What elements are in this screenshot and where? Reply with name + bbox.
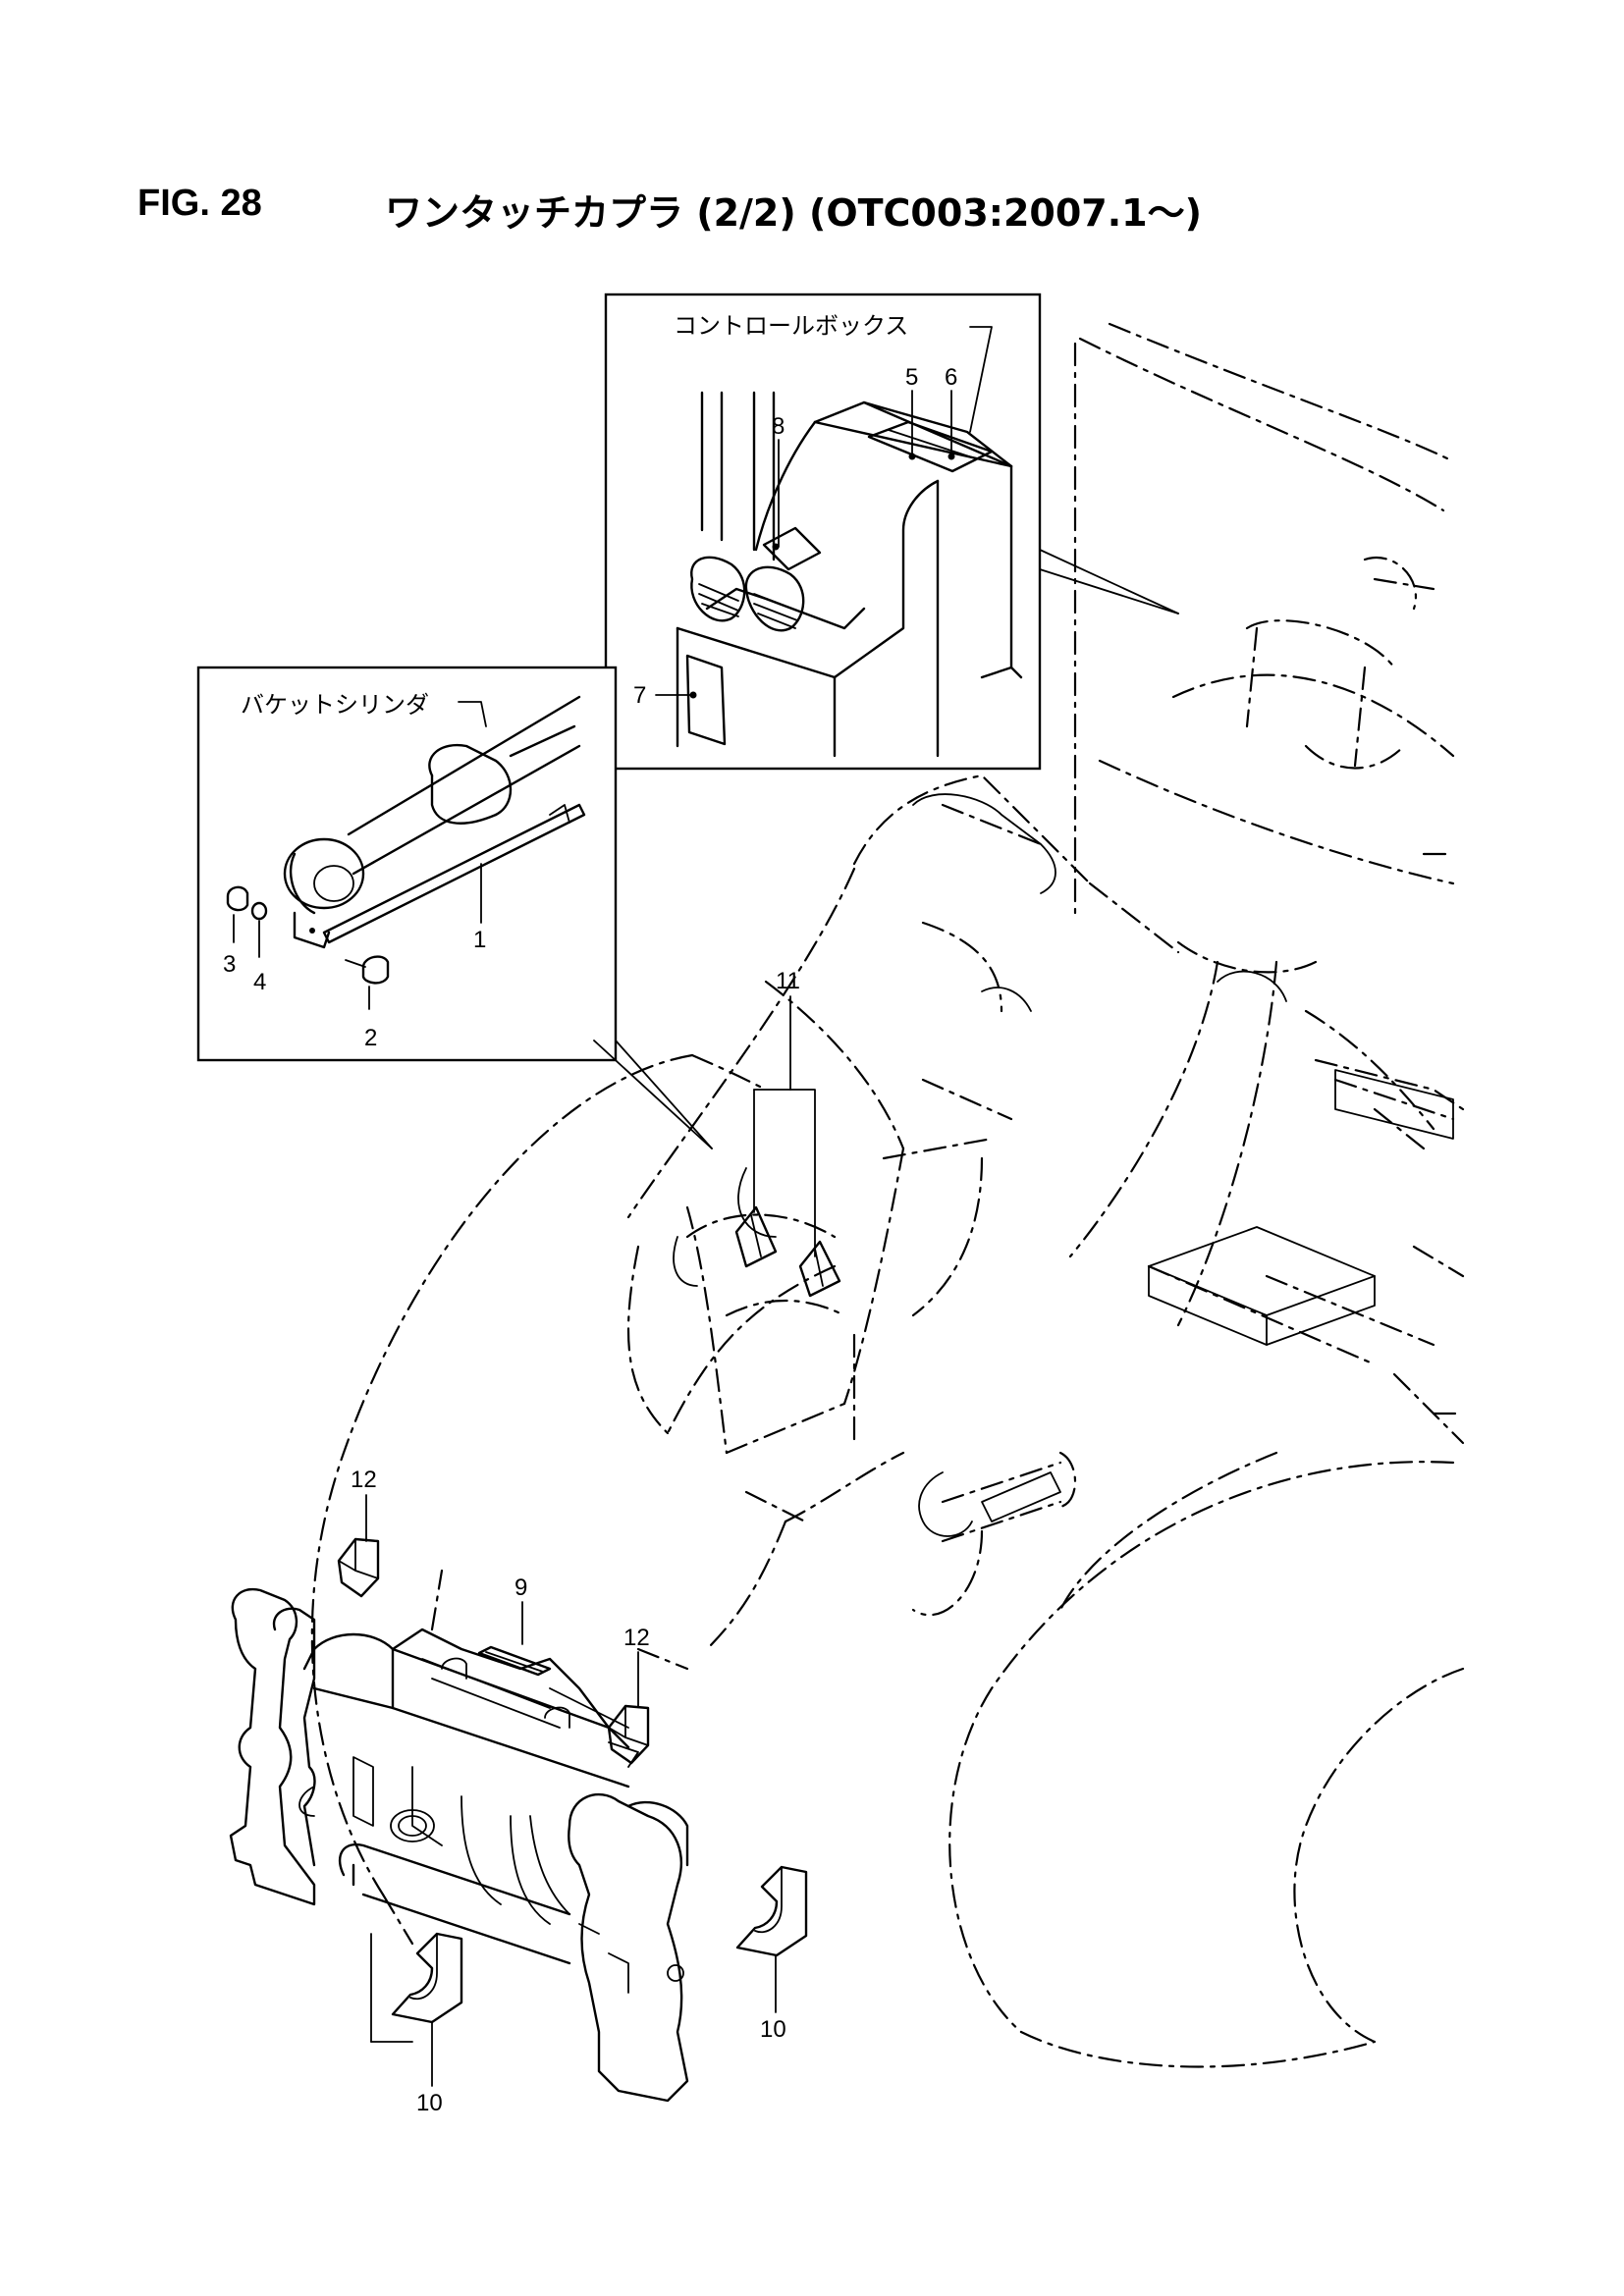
callout-3: 3 <box>223 951 236 978</box>
part-12-shim-left <box>337 1537 380 1598</box>
leader-lines <box>365 995 816 2087</box>
callout-4: 4 <box>253 969 266 995</box>
control-box-inset <box>604 293 1179 771</box>
callout-10-right: 10 <box>760 2016 786 2043</box>
part-9-label-strip <box>477 1645 552 1677</box>
part-10-pad-right <box>735 1865 808 1957</box>
callout-11: 11 <box>776 968 800 994</box>
callout-10-left: 10 <box>416 2090 443 2116</box>
control-box-caption: コントロールボックス <box>674 312 908 340</box>
callout-7: 7 <box>633 682 646 709</box>
callout-6: 6 <box>945 364 957 391</box>
bucket-cylinder-caption: バケットシリンダ <box>241 691 429 719</box>
part-11-decals <box>734 1205 841 1298</box>
callout-9: 9 <box>514 1575 527 1601</box>
callout-12-right: 12 <box>623 1625 650 1651</box>
callout-1: 1 <box>473 927 486 953</box>
part-10-pad-left <box>391 1932 463 2024</box>
cylinder-inset <box>196 666 713 1149</box>
boom-solid-details <box>673 793 1454 1537</box>
part-12-shim-right <box>607 1704 650 1765</box>
callout-2: 2 <box>364 1025 377 1051</box>
loader-phantom-outline <box>310 322 1465 2068</box>
callout-12-left: 12 <box>351 1467 377 1493</box>
coupler-assembly <box>229 1587 689 2103</box>
figure-number: FIG. 28 <box>137 183 262 224</box>
callout-8: 8 <box>772 413 785 440</box>
figure-title: ワンタッチカプラ (2/2) (OTC003:2007.1～) <box>385 191 1202 235</box>
callout-5: 5 <box>905 364 918 391</box>
